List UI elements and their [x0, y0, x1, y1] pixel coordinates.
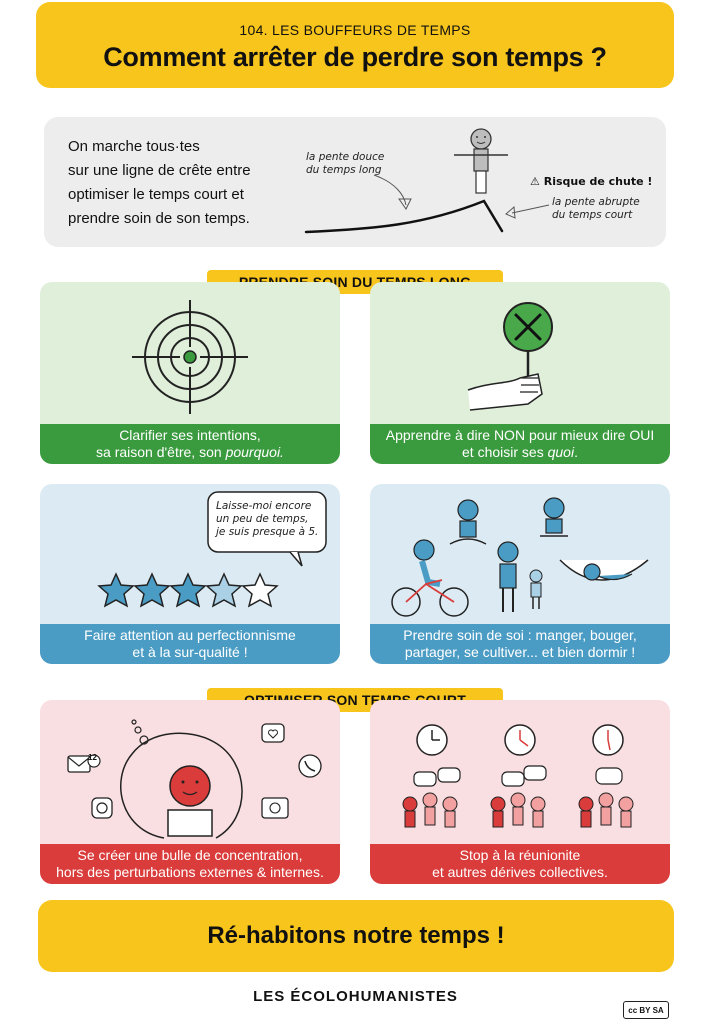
intro-line: On marche tous·tes [68, 138, 200, 155]
speech-bubble-icon [413, 765, 623, 787]
star-icon [97, 572, 279, 608]
card-say-no: Apprendre à dire NON pour mieux dire OUI… [370, 282, 670, 464]
intro-panel: On marche tous·tes sur une ligne de crêt… [44, 117, 666, 247]
card-self-care-caption: Prendre soin de soi : manger, bouger, pa… [370, 624, 670, 664]
footer-slogan: Ré-habitons notre temps ! [38, 900, 674, 972]
card-say-no-caption: Apprendre à dire NON pour mieux dire OUI… [370, 424, 670, 464]
card-intentions-caption: Clarifier ses intentions, sa raison d'êt… [40, 424, 340, 464]
card-focus-caption: Se créer une bulle de concentration, hor… [40, 844, 340, 884]
stars-rating-illustration [97, 491, 327, 608]
card-perfectionism: Laisse-moi encore un peu de temps, je su… [40, 484, 340, 664]
card-meetings-caption: Stop à la réunionite et autres dérives c… [370, 844, 670, 884]
slope-long-label: la pente douce du temps long [306, 151, 385, 176]
intro-line: prendre soin de son temps. [68, 210, 250, 227]
card-self-care: Prendre soin de soi : manger, bouger, pa… [370, 484, 670, 664]
brand-logo: LES ÉCOLOHUMANISTES [253, 988, 458, 1005]
mail-icon [67, 755, 91, 773]
card-perfectionism-caption: Faire attention au perfectionnisme et à … [40, 624, 340, 664]
heart-chat-icon [261, 723, 285, 743]
intro-line: sur une ligne de crête entre [68, 162, 251, 179]
warning-icon: ⚠ [530, 175, 540, 188]
slope-short-label: la pente abrupte du temps court [552, 196, 640, 221]
header-subtitle: 104. LES BOUFFEURS DE TEMPS [239, 22, 471, 38]
focused-face-icon [169, 765, 211, 807]
walker-head-icon [470, 128, 492, 150]
self-care-illustration [391, 497, 649, 617]
laptop-icon [167, 809, 213, 837]
license-badge: cc BY SA [623, 1001, 669, 1019]
intro-text: On marche tous·tes sur une ligne de crêt… [68, 135, 298, 231]
header-banner: 104. LES BOUFFEURS DE TEMPS Comment arrê… [36, 2, 674, 88]
card-intentions: Clarifier ses intentions, sa raison d'êt… [40, 282, 340, 464]
page-title: Comment arrêter de perdre son temps ? [103, 42, 607, 72]
intro-line: optimiser le temps court et [68, 186, 244, 203]
risk-label: ⚠ Risque de chute ! [530, 175, 653, 188]
no-sign-icon [467, 302, 553, 411]
target-icon [132, 300, 248, 414]
instagram-icon [91, 797, 113, 819]
ridge-walker-illustration [304, 128, 550, 234]
meetings-illustration [402, 724, 634, 828]
notification-badge: 12 [88, 753, 97, 762]
speech-bubble-text: Laisse-moi encore un peu de temps, je su… [216, 500, 319, 538]
card-focus: 12 Se créer une bulle de concentration, … [40, 700, 340, 884]
focus-bubble-illustration [67, 719, 322, 839]
phone-icon [298, 754, 322, 778]
video-icon [261, 797, 289, 819]
card-meetings: Stop à la réunionite et autres dérives c… [370, 700, 670, 884]
